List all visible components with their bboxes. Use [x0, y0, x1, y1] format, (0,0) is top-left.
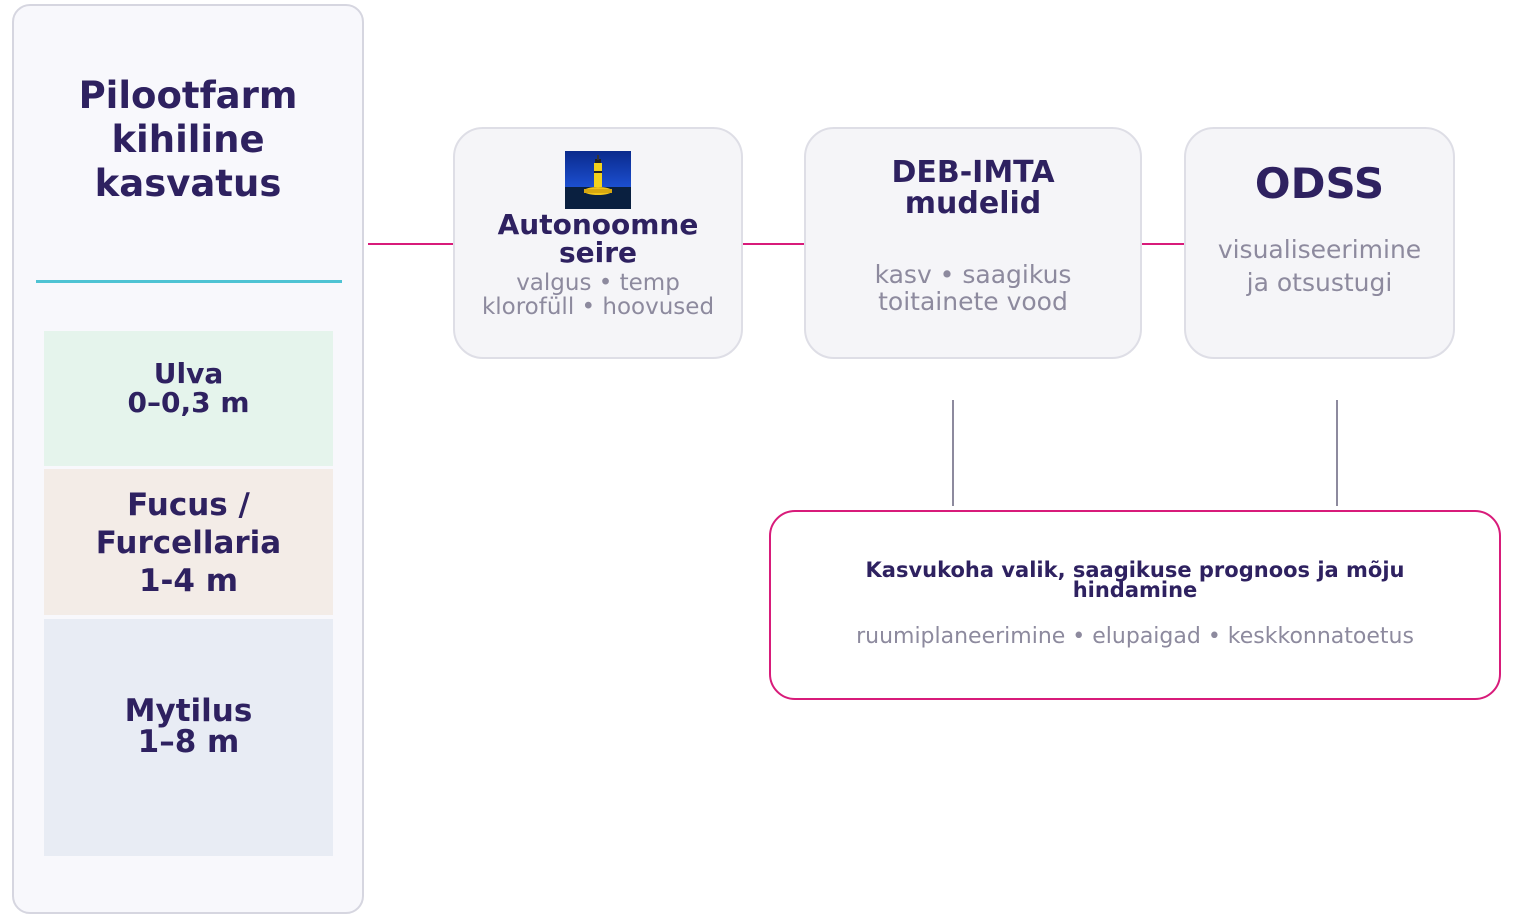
connector-deb-applications — [952, 400, 954, 506]
deb-line-1: kasv • saagikus — [874, 260, 1072, 289]
monitoring-box: Autonoomne seire valgus • temp klorofüll… — [453, 127, 743, 359]
layer-mytilus-name: Mytilus — [124, 693, 253, 729]
monitoring-line-2: klorofüll • hoovused — [481, 294, 715, 320]
layer-ulva-depth: 0–0,3 m — [127, 386, 250, 419]
layer-fucus-depth: 1-4 m — [138, 563, 239, 599]
deb-imta-title: DEB-IMTA mudelid — [891, 155, 1055, 221]
layer-mytilus-depth: 1–8 m — [137, 724, 240, 760]
buoy-image — [565, 151, 631, 209]
deb-imta-subtitle: kasv • saagikus toitainete vood — [806, 261, 1140, 315]
applications-subtitle: ruumiplaneerimine • elupaigad • keskkonn… — [856, 624, 1414, 649]
odss-line-1: visualiseerimine — [1217, 235, 1422, 264]
layer-fucus-furcellaria: Fucus / Furcellaria 1-4 m — [44, 469, 333, 615]
odss-subtitle: visualiseerimine ja otsustugi — [1186, 233, 1453, 299]
monitoring-subtitle: valgus • temp klorofüll • hoovused — [455, 271, 741, 319]
pilot-farm-title: Pilootfarm kihiline kasvatus — [78, 74, 298, 205]
connector-farm-monitoring — [368, 243, 454, 245]
monitoring-line-1: valgus • temp — [516, 270, 680, 296]
connector-deb-odss — [1141, 243, 1185, 245]
farm-divider — [36, 280, 342, 283]
layer-ulva: Ulva 0–0,3 m — [44, 331, 333, 466]
connector-monitoring-deb — [742, 243, 805, 245]
odss-title: ODSS — [1254, 159, 1385, 208]
odss-box: ODSS visualiseerimine ja otsustugi — [1184, 127, 1455, 359]
applications-title: Kasvukoha valik, saagikuse prognoos ja m… — [865, 558, 1405, 602]
applications-box: Kasvukoha valik, saagikuse prognoos ja m… — [769, 510, 1501, 700]
odss-line-2: ja otsustugi — [1246, 268, 1393, 297]
layer-mytilus: Mytilus 1–8 m — [44, 619, 333, 856]
layer-ulva-name: Ulva — [153, 357, 224, 390]
deb-line-2: toitainete vood — [878, 287, 1068, 316]
layer-fucus-name: Fucus / Furcellaria — [95, 487, 282, 561]
deb-imta-box: DEB-IMTA mudelid kasv • saagikus toitain… — [804, 127, 1142, 359]
connector-odss-applications — [1336, 400, 1338, 506]
monitoring-title: Autonoomne seire — [497, 208, 699, 269]
